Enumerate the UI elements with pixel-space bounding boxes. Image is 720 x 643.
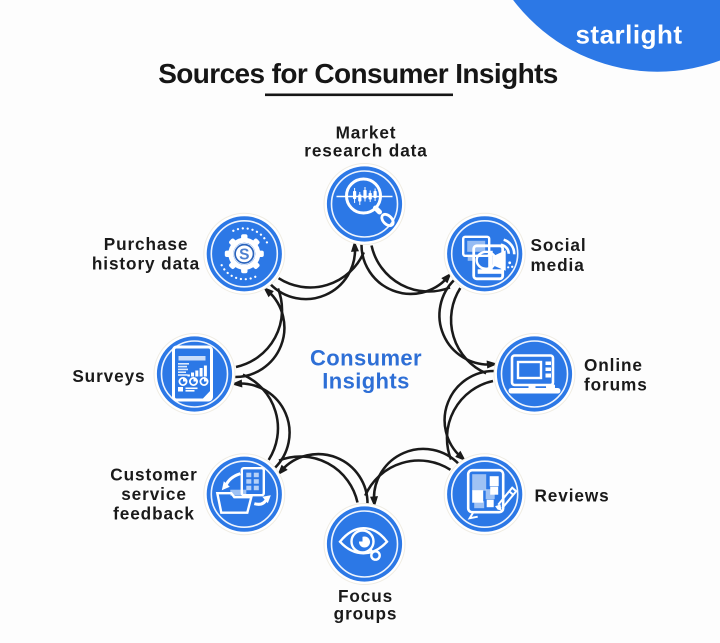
svg-text:feedback: feedback — [113, 504, 195, 524]
svg-text:Consumer: Consumer — [310, 346, 422, 371]
svg-text:Focus: Focus — [338, 586, 393, 606]
svg-text:Surveys: Surveys — [72, 366, 145, 386]
svg-text:starlight: starlight — [575, 20, 682, 50]
svg-text:Social: Social — [531, 235, 587, 255]
svg-text:Customer: Customer — [110, 465, 197, 485]
svg-text:service: service — [121, 484, 187, 504]
svg-text:media: media — [531, 255, 585, 275]
svg-text:Online: Online — [584, 355, 643, 375]
svg-text:Market: Market — [336, 123, 397, 143]
svg-text:forums: forums — [584, 375, 648, 395]
svg-text:Reviews: Reviews — [535, 486, 610, 506]
svg-text:Purchase: Purchase — [104, 234, 189, 254]
svg-text:Insights: Insights — [322, 369, 410, 394]
svg-text:S: S — [239, 246, 249, 263]
svg-text:groups: groups — [334, 604, 398, 624]
svg-text:research data: research data — [304, 141, 428, 161]
svg-text:history data: history data — [92, 254, 200, 274]
svg-text:Sources for Consumer Insights: Sources for Consumer Insights — [158, 58, 558, 89]
